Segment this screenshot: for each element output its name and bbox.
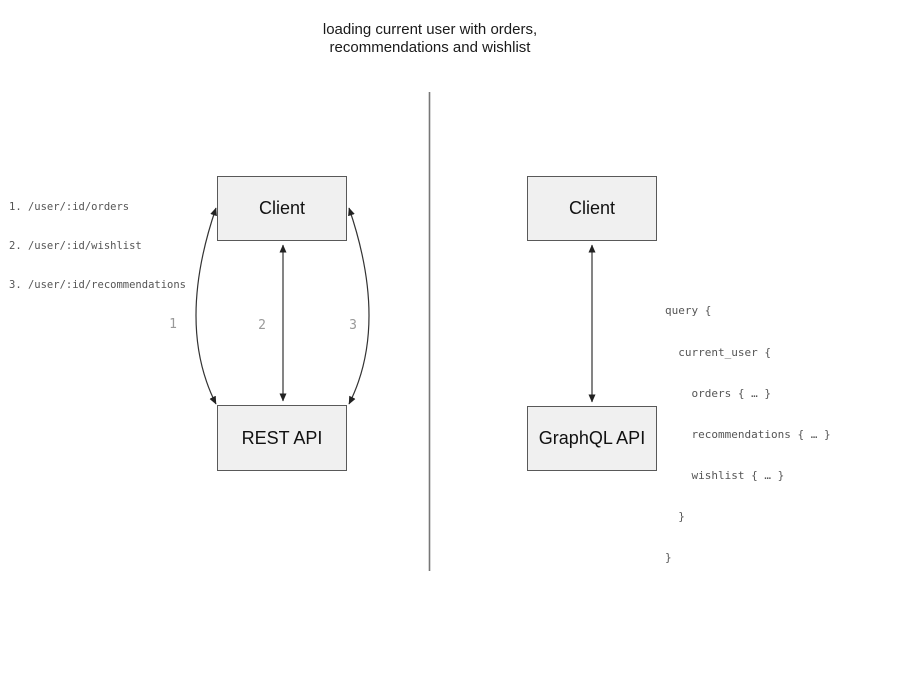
graphql-api-box-label: GraphQL API [538, 428, 646, 448]
query-line-close-outer: } [665, 551, 672, 565]
graphql-query-block: query { current_user { orders { … } reco… [665, 277, 831, 592]
arrow-label-2: 2 [258, 318, 266, 333]
arrow-label-1: 1 [169, 317, 177, 332]
rest-endpoint-recommendations: 3. /user/:id/recommendations [9, 279, 187, 291]
diagram-title-line1: loading current user with orders, [322, 21, 538, 38]
query-line-close-inner: } [665, 509, 685, 523]
query-line-wishlist: wishlist { … } [665, 468, 785, 482]
rest-client-box-label: Client [258, 198, 306, 218]
diagram-title: loading current user with orders, recomm… [230, 21, 630, 57]
diagram-title-line2: recommendations and wishlist [329, 39, 531, 56]
graphql-client-box: Client [527, 176, 657, 241]
rest-endpoint-orders: 1. /user/:id/orders [9, 201, 130, 213]
query-line-current-user: current_user { [665, 345, 771, 359]
query-line-orders: orders { … } [665, 386, 771, 400]
arrow-label-3: 3 [349, 318, 357, 333]
graphql-api-box: GraphQL API [527, 406, 657, 471]
rest-api-box-label: REST API [241, 427, 323, 448]
rest-arrow-1-curve [195, 207, 217, 405]
rest-endpoint-wishlist: 2. /user/:id/wishlist [9, 240, 142, 252]
graphql-client-box-label: Client [568, 198, 616, 218]
rest-api-box: REST API [217, 405, 347, 471]
query-line-open: query { [665, 304, 712, 318]
rest-arrow-3-curve [348, 207, 370, 405]
rest-endpoint-list: 1. /user/:id/orders 2. /user/:id/wishlis… [9, 175, 186, 318]
rest-client-box: Client [217, 176, 347, 241]
query-line-recommendations: recommendations { … } [665, 427, 831, 441]
